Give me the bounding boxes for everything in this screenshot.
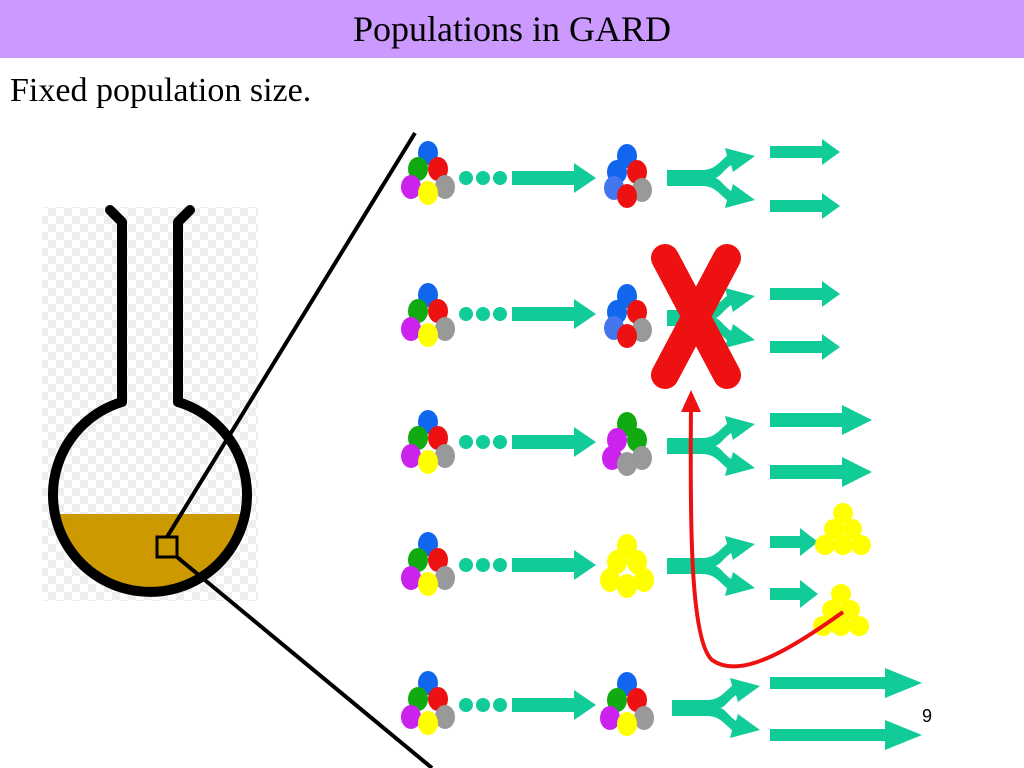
offspring-arrow bbox=[770, 334, 840, 360]
offspring-arrow bbox=[770, 139, 840, 165]
child-molecule bbox=[600, 672, 654, 736]
population-row-2 bbox=[401, 281, 840, 360]
page-number: 9 bbox=[922, 706, 933, 726]
dotted-arrow bbox=[459, 427, 596, 457]
offspring-arrow bbox=[770, 281, 840, 307]
child-molecule bbox=[604, 284, 652, 348]
offspring-arrow bbox=[770, 528, 818, 556]
cross-stroke bbox=[651, 244, 741, 389]
dotted-arrow bbox=[459, 163, 596, 193]
offspring-arrow bbox=[770, 720, 922, 750]
dotted-arrow bbox=[459, 299, 596, 329]
child-molecule bbox=[604, 144, 652, 208]
offspring-arrow bbox=[770, 457, 872, 487]
fork-arrow bbox=[667, 536, 755, 596]
parent-molecule bbox=[401, 671, 455, 735]
child-molecule bbox=[600, 534, 654, 598]
replacement-arrow-head bbox=[681, 390, 701, 412]
slide-subtitle: Fixed population size. bbox=[10, 72, 312, 109]
parent-molecule bbox=[401, 410, 455, 474]
replacement-arrow bbox=[681, 390, 845, 669]
elimination-cross bbox=[651, 244, 741, 389]
offspring-arrow bbox=[770, 668, 922, 698]
zoom-line-top bbox=[165, 131, 417, 539]
population-row-1 bbox=[401, 139, 840, 219]
population-row-4 bbox=[401, 503, 871, 636]
offspring-arrow bbox=[770, 193, 840, 219]
replacement-arrow-line bbox=[688, 404, 845, 669]
child-molecule bbox=[602, 412, 652, 476]
flask bbox=[42, 205, 258, 601]
dotted-arrow bbox=[459, 690, 596, 720]
fork-arrow bbox=[672, 678, 760, 738]
flask-outline bbox=[48, 205, 252, 597]
title-bar: Populations in GARD bbox=[0, 0, 1024, 58]
parent-molecule bbox=[401, 283, 455, 347]
parent-molecule bbox=[401, 532, 455, 596]
offspring-arrow bbox=[770, 405, 872, 435]
parent-molecule bbox=[401, 141, 455, 205]
dotted-arrow bbox=[459, 550, 596, 580]
slide-title: Populations in GARD bbox=[352, 9, 672, 49]
offspring-arrow bbox=[770, 580, 818, 608]
yellow-cluster bbox=[815, 503, 871, 555]
population-row-3 bbox=[401, 405, 872, 487]
population-row-5 bbox=[401, 668, 922, 750]
zoom-line-bottom bbox=[175, 555, 434, 768]
fork-arrow bbox=[667, 148, 755, 208]
fork-arrow bbox=[667, 416, 755, 476]
